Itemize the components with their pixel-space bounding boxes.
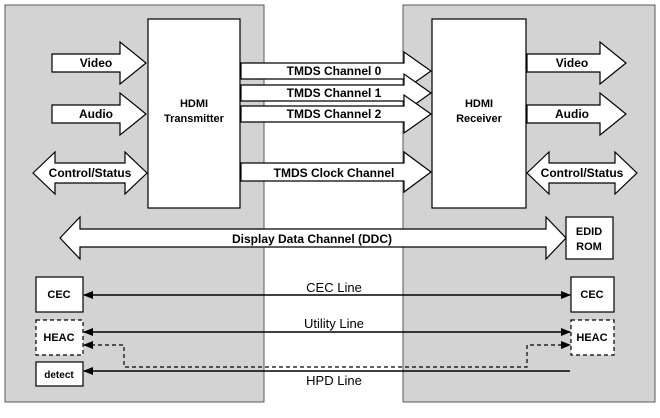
tmds-clock-channel-arrow <box>240 150 433 194</box>
tmds-channel-2-arrow <box>240 93 433 135</box>
audio-output-arrow <box>526 91 627 137</box>
edid-rom-label-line1: EDID <box>576 226 602 238</box>
hdmi-receiver-block <box>431 18 527 209</box>
detect-box <box>35 361 84 387</box>
hpd-line-label: HPD Line <box>306 373 362 388</box>
audio-input-label: Audio <box>79 107 113 121</box>
video-input-arrow <box>51 40 147 86</box>
edid-rom-label-line2: ROM <box>576 241 602 253</box>
cec-left-label: CEC <box>47 289 70 301</box>
tmds-channel-1-label: TMDS Channel 1 <box>287 86 382 100</box>
video-output-arrow <box>526 40 627 86</box>
transmitter-label-line2: Transmitter <box>164 113 225 125</box>
receiver-label-line2: Receiver <box>456 113 503 125</box>
audio-output-label: Audio <box>555 107 589 121</box>
edid-rom-box <box>565 216 614 260</box>
heac-right-label: HEAC <box>576 332 607 344</box>
cec-right-box <box>570 276 615 313</box>
tmds-channel-1-arrow <box>240 72 433 114</box>
transmitter-label-line1: HDMI <box>180 98 208 110</box>
tmds-channel-0-label: TMDS Channel 0 <box>287 64 382 78</box>
hdmi-transmitter-block <box>147 18 241 209</box>
utility-line-label: Utility Line <box>304 316 364 331</box>
tmds-channel-0-arrow <box>240 50 433 92</box>
video-input-label: Video <box>80 56 112 70</box>
control-status-right-label: Control/Status <box>541 166 624 180</box>
receiver-label-line1: HDMI <box>465 98 493 110</box>
cec-right-label: CEC <box>580 289 603 301</box>
control-status-left-arrow <box>32 150 148 196</box>
ddc-label: Display Data Channel (DDC) <box>232 232 392 246</box>
heac-right-box <box>570 319 615 356</box>
control-status-right-arrow <box>526 150 638 196</box>
heac-left-box <box>35 319 84 356</box>
detect-label: detect <box>44 370 74 381</box>
audio-input-arrow <box>51 91 147 137</box>
cec-left-box <box>35 276 84 313</box>
heac-left-label: HEAC <box>43 332 74 344</box>
tmds-clock-channel-label: TMDS Clock Channel <box>274 166 395 180</box>
control-status-left-label: Control/Status <box>49 166 132 180</box>
cec-line-label: CEC Line <box>306 280 362 295</box>
video-output-label: Video <box>556 56 588 70</box>
tmds-channel-2-label: TMDS Channel 2 <box>287 107 382 121</box>
